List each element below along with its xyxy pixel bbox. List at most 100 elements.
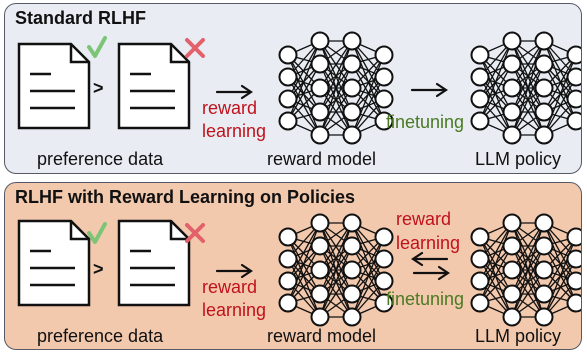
neuron-node [342,78,362,98]
neuron-node [502,284,522,304]
bottom-diagram [17,213,581,327]
reward-learning-label-line2: learning [202,300,267,320]
neuron-node [566,89,581,109]
neuron-node [342,31,362,51]
cross-icon [185,38,205,58]
arrow-right-icon [412,265,450,281]
neuron-node [278,271,298,291]
neuron-node [566,67,581,87]
greater-than-sign: > [93,259,104,279]
neuron-node [502,102,522,122]
neuron-node [310,54,330,74]
reward-model-label: reward model [267,326,377,346]
neural-network-icon [470,213,581,327]
neuron-node [502,236,522,256]
neuron-node [470,45,490,65]
neuron-node [566,249,581,269]
finetuning-label: finetuning [386,112,465,132]
neuron-node [534,125,554,145]
neuron-node [342,284,362,304]
neuron-node [278,293,298,313]
neuron-node [374,271,394,291]
neuron-node [566,293,581,313]
arrow-right-icon [215,263,253,279]
document-icon [117,42,191,130]
check-icon [87,222,107,244]
neuron-node [342,213,362,233]
llm-policy-label: LLM policy [475,149,562,169]
neuron-node [310,284,330,304]
neuron-node [374,45,394,65]
standard-rlhf-panel: Standard RLHF > reward learnin [4,3,582,174]
neural-network-icon [278,213,394,327]
document-icon [17,219,91,307]
neuron-node [310,102,330,122]
neuron-node [278,249,298,269]
neuron-node [470,271,490,291]
neuron-node [342,260,362,280]
llm-policy-label: LLM policy [475,326,562,346]
reward-learning-label-line1: reward [202,98,258,118]
neuron-node [502,260,522,280]
neuron-node [374,227,394,247]
neuron-node [502,78,522,98]
top-diagram [17,31,581,145]
document-icon [117,219,191,307]
neuron-node [566,111,581,131]
arrow-right-icon [410,82,448,98]
neuron-node [534,284,554,304]
preference-data-label: preference data [37,326,164,346]
reward-learning-label-line2: learning [202,121,267,141]
neuron-node [342,54,362,74]
neuron-node [566,45,581,65]
neuron-node [310,78,330,98]
loop-reward-learning-label-line2: learning [396,233,461,253]
neuron-node [310,31,330,51]
neuron-node [278,227,298,247]
neuron-node [534,260,554,280]
neuron-node [374,111,394,131]
neuron-node [310,213,330,233]
arrow-right-icon [215,84,253,100]
neuron-node [534,102,554,122]
neuron-node [342,236,362,256]
neuron-node [310,125,330,145]
preference-data-label: preference data [37,149,164,169]
neuron-node [566,271,581,291]
neuron-node [342,102,362,122]
panel-title: RLHF with Reward Learning on Policies [15,187,356,207]
neuron-node [310,307,330,327]
neuron-node [470,89,490,109]
neuron-node [470,67,490,87]
neuron-node [534,78,554,98]
neuron-node [534,54,554,74]
reward-model-label: reward model [267,149,377,169]
neuron-node [374,293,394,313]
neuron-node [502,54,522,74]
neuron-node [342,307,362,327]
neuron-node [534,236,554,256]
neuron-node [470,227,490,247]
neuron-node [502,213,522,233]
finetuning-label: finetuning [386,289,465,309]
neuron-node [502,125,522,145]
neuron-node [470,111,490,131]
reward-learning-label-line1: reward [202,277,258,297]
neuron-node [310,260,330,280]
neural-network-icon [470,31,581,145]
arrow-left-icon [411,251,449,267]
document-icon [17,42,91,130]
neuron-node [534,307,554,327]
rlhf-reward-learning-on-policies-panel: RLHF with Reward Learning on Policies [4,182,582,350]
neuron-node [278,67,298,87]
neural-network-icon [278,31,394,145]
greater-than-sign: > [93,78,104,98]
neuron-node [342,125,362,145]
check-icon [87,36,107,58]
neuron-node [566,227,581,247]
neuron-node [534,31,554,51]
neuron-node [278,45,298,65]
loop-reward-learning-label-line1: reward [396,209,452,229]
neuron-node [310,236,330,256]
neuron-node [534,213,554,233]
